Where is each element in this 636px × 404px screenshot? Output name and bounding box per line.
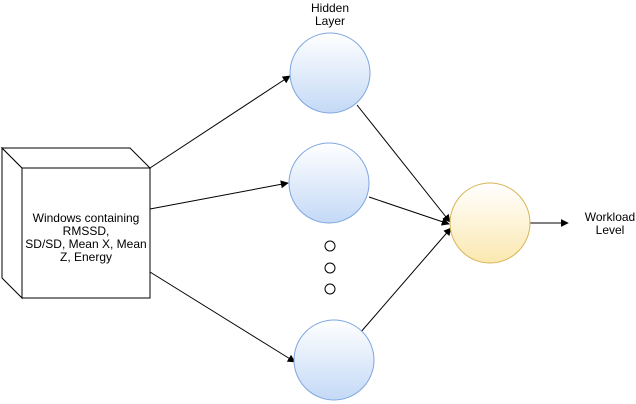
workload-level-label: Workload Level bbox=[584, 210, 636, 237]
hidden-node-1 bbox=[289, 32, 371, 114]
hidden-layer-label: Hidden Layer bbox=[310, 1, 350, 28]
edge-hidden-3-to-output bbox=[359, 227, 452, 334]
edge-input-to-hidden-3 bbox=[149, 271, 296, 363]
edge-hidden-1-to-output bbox=[356, 104, 451, 223]
hidden-node-3 bbox=[293, 319, 375, 401]
edge-hidden-2-to-output bbox=[368, 196, 450, 226]
input-features-label: Windows containing RMSSD, SD/SD, Mean X,… bbox=[25, 211, 147, 264]
hidden-node-2 bbox=[288, 142, 370, 224]
edge-input-to-hidden-1 bbox=[149, 75, 291, 169]
ellipsis-dots bbox=[324, 240, 336, 295]
output-node bbox=[449, 182, 531, 264]
edge-input-to-hidden-2 bbox=[149, 180, 289, 210]
input-box bbox=[0, 146, 152, 300]
